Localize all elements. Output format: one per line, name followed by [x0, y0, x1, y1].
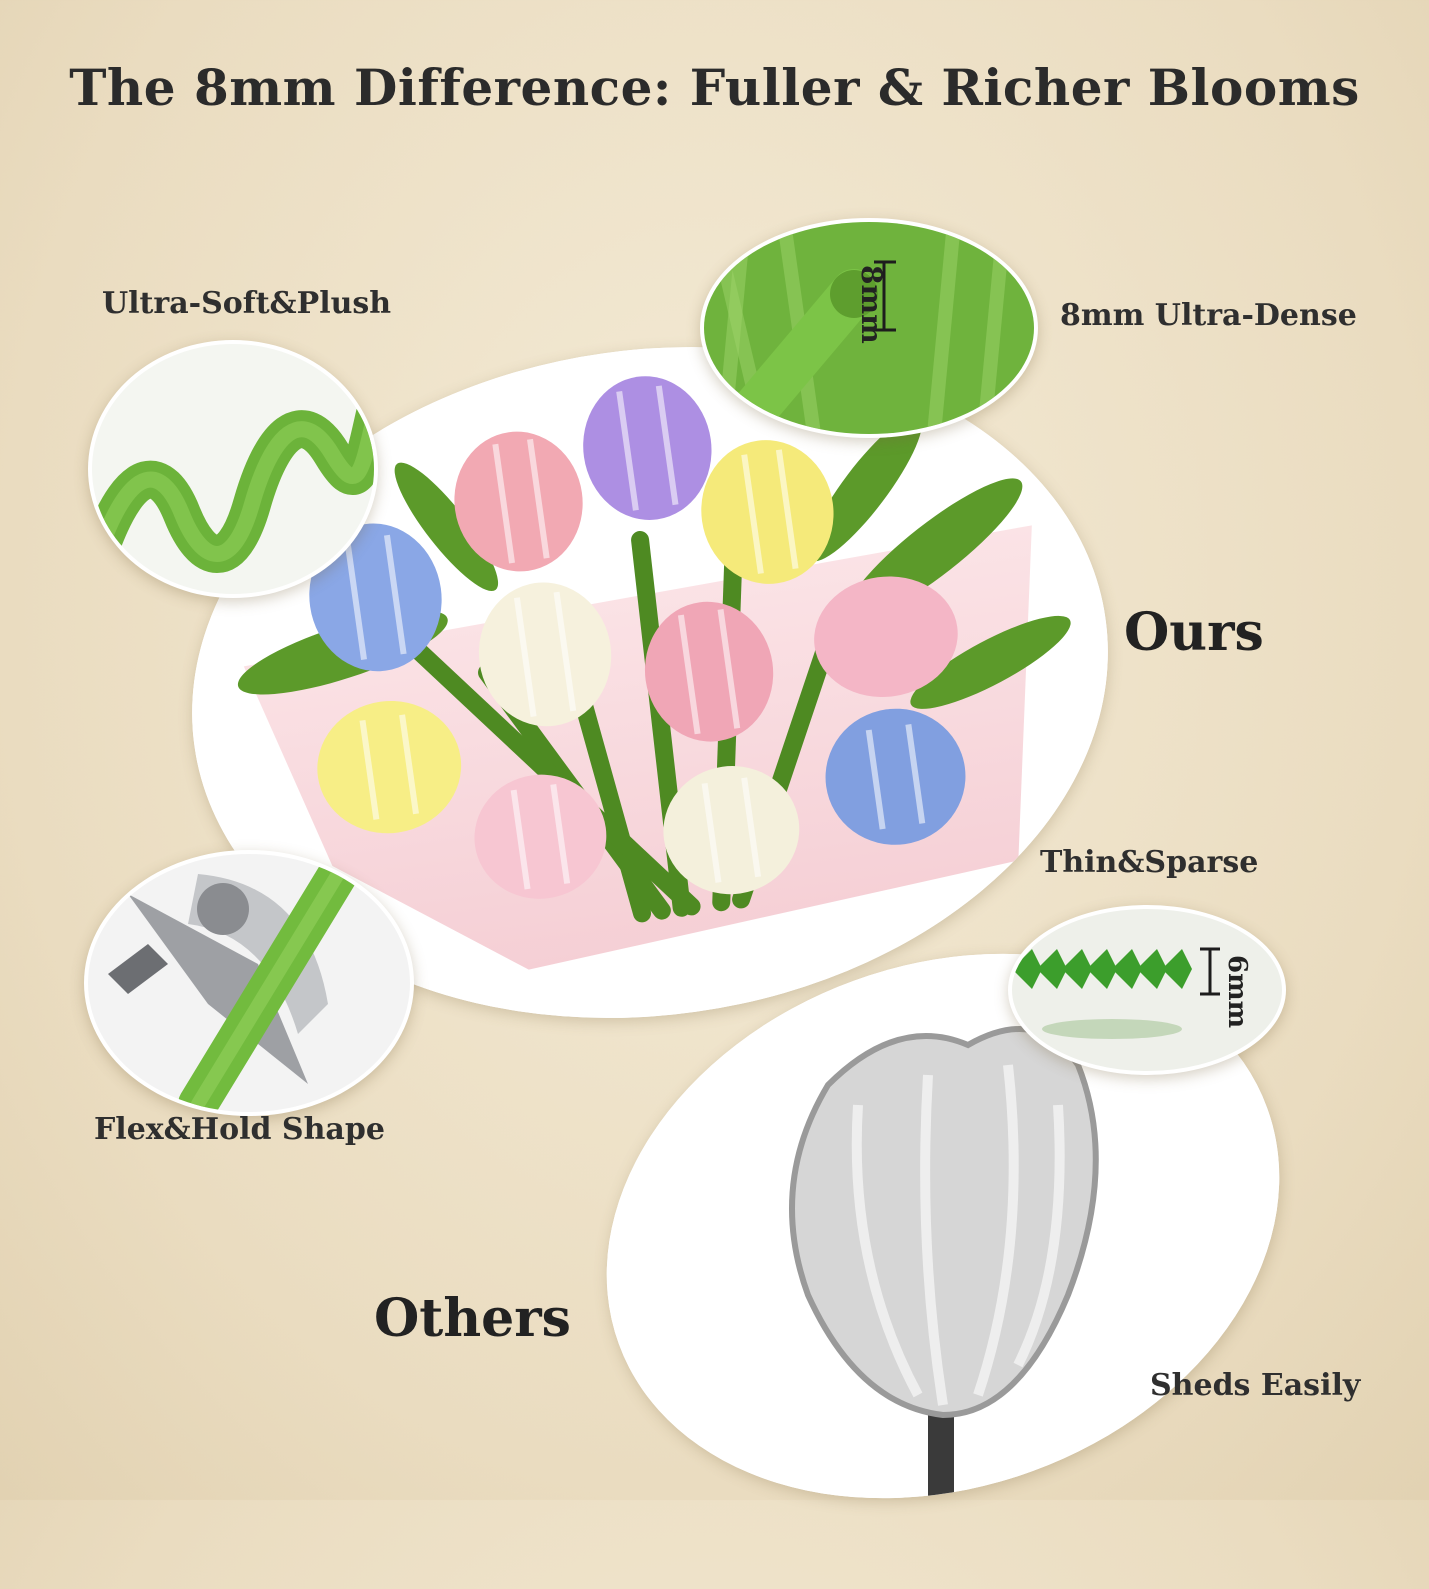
- ultra-soft-image: [88, 340, 378, 598]
- ours-measure-label: 8mm: [855, 265, 888, 344]
- ultra-soft-label: Ultra-Soft&Plush: [102, 286, 392, 321]
- tulip-blooms: [309, 376, 966, 899]
- ultra-dense-label: 8mm Ultra-Dense: [1060, 298, 1357, 333]
- bouquet-image: [148, 289, 1152, 1076]
- flex-hold-label: Flex&Hold Shape: [94, 1112, 385, 1147]
- thin-sparse-label: Thin&Sparse: [1040, 845, 1259, 880]
- others-measure-label: 6mm: [1222, 955, 1252, 1029]
- page-title: The 8mm Difference: Fuller & Richer Bloo…: [69, 58, 1360, 117]
- flex-hold-image: [84, 850, 414, 1116]
- ours-label: Ours: [1124, 602, 1264, 663]
- sheds-easily-label: Sheds Easily: [1150, 1368, 1361, 1403]
- thin-sparse-closeup: [1008, 905, 1286, 1075]
- others-label: Others: [374, 1288, 571, 1349]
